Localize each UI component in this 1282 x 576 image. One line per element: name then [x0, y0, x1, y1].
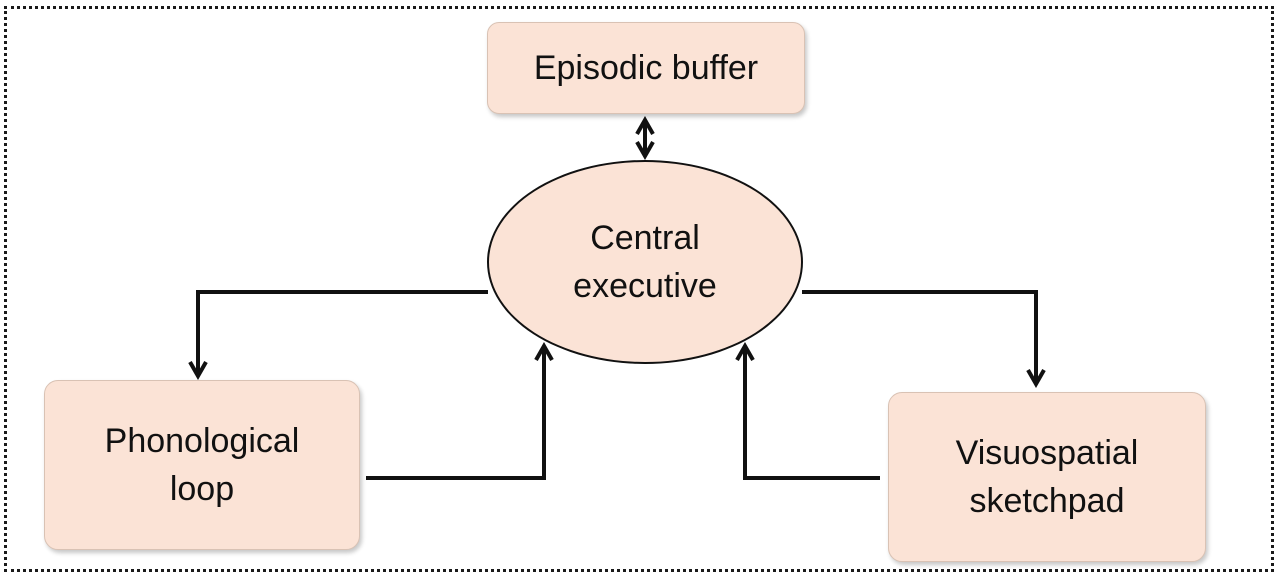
phonological-loop-node: Phonological loop [44, 380, 360, 550]
central-executive-node: Central executive [487, 160, 803, 364]
edge-phonological-to-central [366, 341, 554, 480]
edge-central-to-phonological [188, 290, 488, 381]
edge-visuospatial-to-central [735, 341, 880, 480]
episodic-buffer-node: Episodic buffer [487, 22, 805, 114]
edge-central-to-visuospatial [802, 290, 1046, 389]
visuospatial-sketchpad-node: Visuospatial sketchpad [888, 392, 1206, 562]
diagram-frame [4, 6, 1274, 572]
